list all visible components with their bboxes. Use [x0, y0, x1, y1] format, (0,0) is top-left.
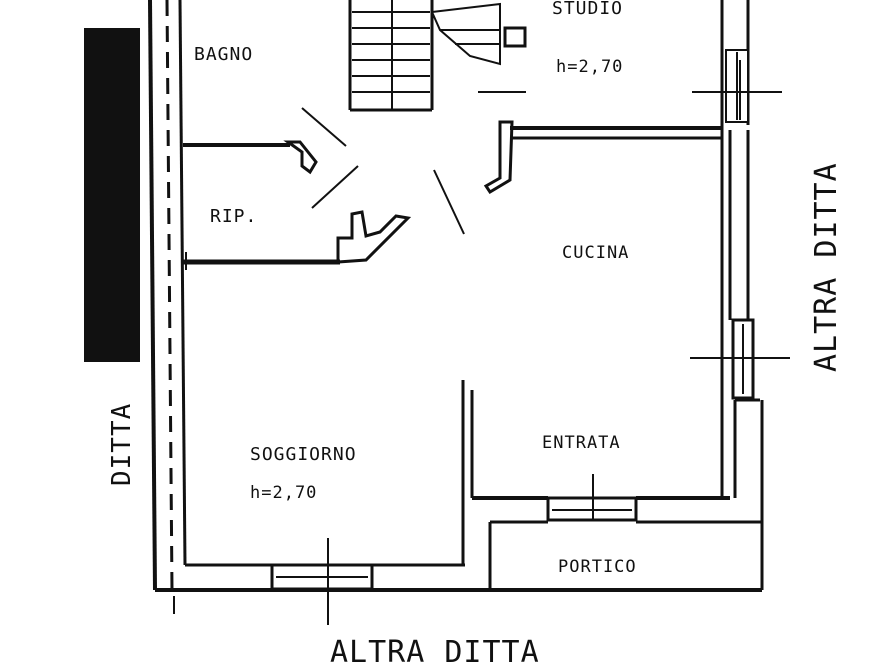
- bagno-bottom-wall: [183, 140, 318, 175]
- room-label-entrata: ENTRATA: [542, 433, 621, 453]
- soggiorno-window: [270, 538, 374, 625]
- solid-block: [84, 28, 140, 362]
- room-label-cucina: CUCINA: [562, 243, 629, 263]
- wall-cross-markers: [690, 60, 790, 359]
- room-label-rip: RIP.: [210, 206, 257, 227]
- room-label-bagno: BAGNO: [194, 44, 253, 65]
- room-label-studio: STUDIO: [552, 0, 623, 19]
- cucina-top-wall: [483, 120, 722, 195]
- portico-walls: [488, 400, 764, 590]
- boundary-label-left: DITTA: [107, 403, 137, 486]
- soggiorno-right-wall: [461, 380, 474, 565]
- room-height-soggiorno: h=2,70: [250, 483, 317, 503]
- staircase: [348, 0, 527, 112]
- door-swings: [301, 107, 465, 235]
- boundary-label-bottom: ALTRA DITTA: [330, 635, 540, 670]
- room-label-portico: PORTICO: [558, 557, 637, 577]
- room-height-studio: h=2,70: [556, 57, 623, 77]
- room-label-soggiorno: SOGGIORNO: [250, 444, 357, 465]
- boundary-label-right: ALTRA DITTA: [809, 162, 844, 372]
- bottom-exterior-wall: [155, 563, 762, 592]
- left-exterior-wall: [148, 0, 187, 614]
- ripostiglio-walls: [183, 210, 412, 270]
- entrata-bottom-wall: [472, 474, 762, 524]
